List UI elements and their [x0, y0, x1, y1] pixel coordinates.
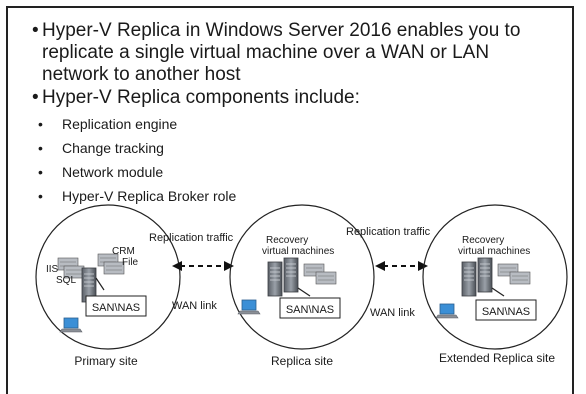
storage-box: [279, 297, 341, 319]
server-tower-icon: [267, 261, 283, 297]
extended-title-line1: Recovery: [462, 235, 504, 246]
extended-title-line2: virtual machines: [458, 246, 530, 257]
replication-traffic-label: Replication traffic: [149, 232, 234, 244]
server-icon: [509, 271, 531, 285]
extended-site-circle: [422, 204, 568, 350]
bullet-list: Hyper-V Replica in Windows Server 2016 e…: [32, 20, 552, 208]
server-icon: [315, 271, 337, 285]
component-list: Replication engine Change tracking Netwo…: [32, 112, 552, 208]
replica-title-line1: Recovery: [266, 235, 308, 246]
component-item: Change tracking: [32, 136, 552, 160]
storage-box: [85, 295, 147, 317]
arrow-head-right-icon: [418, 261, 428, 271]
component-item: Network module: [32, 160, 552, 184]
server-label-sql: SQL: [56, 275, 76, 286]
server-label-crm: CRM: [112, 246, 135, 257]
link-primary-replica: Replication traffic WAN link: [149, 232, 234, 312]
bullet-intro: Hyper-V Replica in Windows Server 2016 e…: [32, 20, 552, 86]
server-label-file: File: [122, 257, 139, 268]
primary-site-circle: [35, 204, 181, 350]
replica-title-line2: virtual machines: [262, 246, 334, 257]
laptop-icon: [59, 317, 83, 333]
primary-site-label: Primary site: [74, 354, 138, 368]
replica-site-circle: [229, 204, 375, 350]
link-replica-extended: Replication traffic WAN link: [346, 226, 431, 319]
server-label-iis: IIS: [46, 264, 59, 275]
wan-link-label: WAN link: [370, 307, 415, 319]
laptop-icon: [435, 303, 459, 319]
replica-site: Recovery virtual machines SAN\NAS Replic…: [229, 204, 375, 368]
storage-label: SAN\NAS: [286, 304, 334, 316]
storage-label: SAN\NAS: [92, 302, 140, 314]
slide-frame: [6, 6, 574, 394]
extended-site: Recovery virtual machines SAN\NAS Extend…: [422, 204, 568, 365]
primary-site: IIS SQL CRM File SAN\NAS Primary site: [35, 204, 181, 368]
laptop-icon: [237, 299, 261, 315]
replication-traffic-label: Replication traffic: [346, 226, 431, 238]
extended-site-label: Extended Replica site: [439, 351, 555, 365]
server-tower-icon: [477, 257, 493, 293]
server-tower-icon: [283, 257, 299, 293]
storage-label: SAN\NAS: [482, 306, 530, 318]
server-tower-icon: [461, 261, 477, 297]
component-item: Replication engine: [32, 112, 552, 136]
wan-link-label: WAN link: [172, 300, 217, 312]
arrow-head-right-icon: [224, 261, 234, 271]
arrow-head-left-icon: [375, 261, 385, 271]
arrow-head-left-icon: [172, 261, 182, 271]
component-item: Hyper-V Replica Broker role: [32, 184, 552, 208]
storage-box: [475, 299, 537, 321]
bullet-components: Hyper-V Replica components include:: [32, 87, 552, 109]
replica-site-label: Replica site: [271, 354, 333, 368]
